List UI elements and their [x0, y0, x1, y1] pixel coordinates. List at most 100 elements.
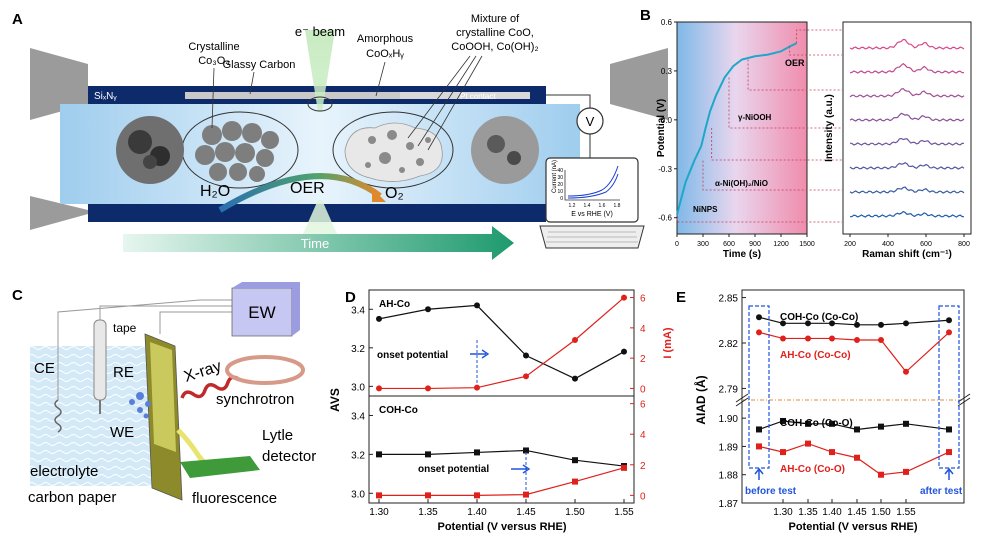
inset-y-tick-label: 40 — [557, 168, 563, 174]
ew-wires — [57, 299, 232, 360]
e-point — [756, 314, 762, 321]
d-point — [621, 464, 627, 471]
b-ylabel: Potential (V) — [656, 99, 667, 157]
h2o-label: H₂O — [200, 183, 230, 200]
d-xtick-label: 1.50 — [565, 507, 585, 518]
time-label: Time — [301, 236, 329, 251]
e-point — [805, 440, 811, 447]
d-right-tick-label: 0 — [640, 491, 646, 502]
e-series-line — [758, 442, 950, 476]
e-label-ah-coo: AH-Co (Co-O) — [780, 464, 845, 475]
b-leader — [702, 160, 842, 191]
panel-d-letter: D — [345, 289, 356, 306]
mixture-label-3: CoOOH, Co(OH)₂ — [451, 41, 538, 53]
we-label: WE — [110, 424, 134, 441]
e-point — [780, 335, 786, 342]
inset-xlabel: E vs RHE (V) — [571, 211, 613, 218]
o2-label: O₂ — [385, 185, 404, 202]
voltmeter-wires — [546, 94, 591, 160]
d-left-tick-label: 3.4 — [351, 411, 365, 422]
e-point — [780, 320, 786, 327]
d-point — [523, 447, 529, 454]
xray-label: X-ray — [182, 358, 224, 386]
e-point — [903, 368, 909, 375]
inset-axes — [564, 170, 620, 201]
d-xtick-label: 1.45 — [516, 507, 536, 518]
electron-beam — [295, 30, 345, 252]
e-point — [756, 443, 762, 450]
e-point — [805, 335, 811, 342]
d-point — [425, 492, 431, 499]
e-point — [878, 336, 884, 343]
d-point — [572, 478, 578, 485]
e-point — [854, 336, 860, 343]
e-point — [903, 420, 909, 427]
d-series-line — [379, 297, 625, 390]
d-onset-bottom: onset potential — [418, 464, 489, 475]
d-point — [376, 385, 382, 392]
reaction-arrowhead — [372, 188, 386, 202]
d-left-tick-label: 3.0 — [351, 489, 365, 500]
raman-xtick-label: 800 — [958, 241, 970, 248]
e-point — [829, 420, 835, 427]
e-ytick-label: 2.85 — [719, 294, 739, 305]
inset-y-tick-label: 0 — [560, 196, 563, 202]
b-leader — [728, 77, 842, 129]
beam-spot — [307, 96, 333, 112]
b-ytick-label: -0.3 — [658, 165, 672, 174]
raman-xtick-label: 200 — [844, 241, 856, 248]
d-xtick-label: 1.40 — [467, 507, 487, 518]
inset-x-tick-label: 1.6 — [599, 203, 606, 209]
e-point — [903, 320, 909, 327]
tape — [150, 342, 176, 452]
e-series-line — [758, 420, 950, 431]
lytle-label-2: detector — [262, 448, 316, 465]
d-onset-arrow-top — [470, 349, 490, 359]
voltmeter-label: V — [586, 114, 595, 129]
e-ytick-label: 2.79 — [719, 384, 739, 395]
d-point — [376, 315, 382, 322]
b-xlabel: Time (s) — [723, 249, 761, 260]
d-point — [572, 457, 578, 464]
inset-x-tick-label: 1.4 — [584, 203, 591, 209]
e-after-label: after test — [920, 486, 963, 497]
raman-spectrum — [849, 162, 965, 170]
b-leader — [789, 46, 842, 56]
d-ylabel-right: I (mA) — [662, 327, 674, 359]
b-label-nips: NiNPS — [693, 205, 718, 214]
e-axis-break-marks — [735, 393, 971, 407]
d-plot — [376, 294, 627, 499]
raman-spectrum — [849, 137, 965, 146]
test-arrows — [754, 467, 954, 480]
b-ytick-label: -0.6 — [658, 214, 672, 223]
d-point — [572, 336, 578, 343]
b-leader — [676, 214, 842, 223]
d-xtick-label: 1.55 — [614, 507, 634, 518]
sinx-label: SiₓNᵧ — [94, 91, 117, 102]
b-ytick-label: 0.0 — [661, 116, 673, 125]
glassy-carbon-bar — [185, 92, 530, 99]
e-point — [829, 449, 835, 456]
b-ytick-label: 0.3 — [661, 67, 673, 76]
e-ytick-label: 1.88 — [719, 471, 739, 482]
lytle-label-1: Lytle — [262, 427, 293, 444]
synchrotron-label: synchrotron — [216, 391, 294, 408]
inset-x-tick-label: 1.2 — [569, 203, 576, 209]
carbon-paper-label: carbon paper — [28, 489, 116, 506]
potential-curve — [676, 42, 798, 215]
raman-xlabel: Raman shift (cm⁻¹) — [862, 249, 952, 260]
d-right-tick-label: 4 — [640, 430, 646, 441]
b-xtick-label: 300 — [697, 241, 709, 248]
e-point — [829, 335, 835, 342]
re-label: RE — [113, 364, 134, 381]
d-point — [621, 294, 627, 301]
amorphous-ellipse — [332, 111, 454, 189]
